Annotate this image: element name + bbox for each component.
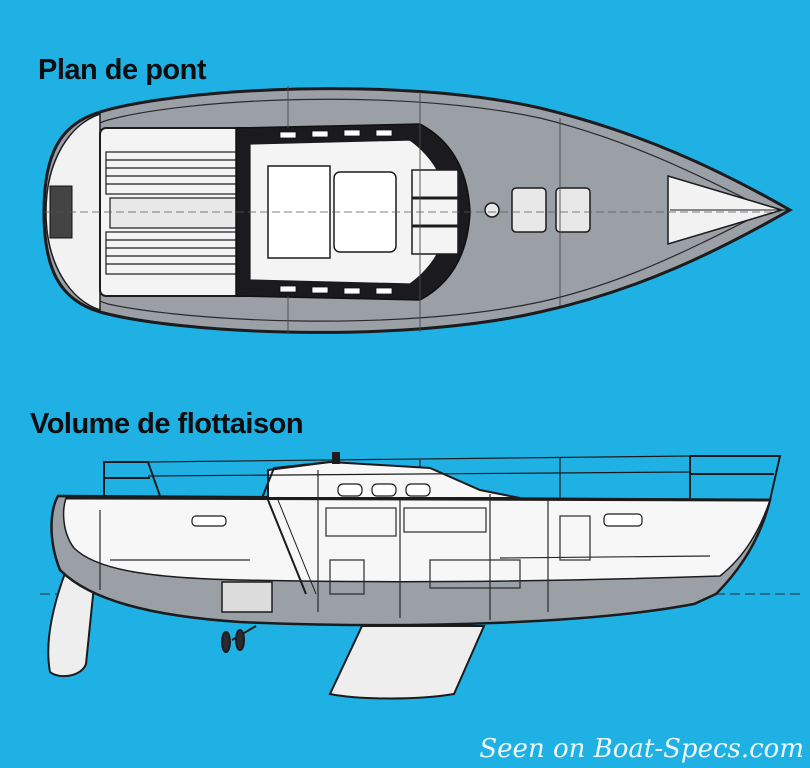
- profile-title: Volume de flottaison: [30, 408, 304, 440]
- stern-rail: [103, 461, 161, 497]
- deck-plan-title: Plan de pont: [38, 54, 207, 86]
- hull-topsides: [62, 497, 772, 583]
- forward-hatch: [511, 187, 547, 233]
- bow-pulpit-profile: [689, 455, 782, 501]
- propeller: [221, 625, 257, 653]
- watermark: Seen on Boat-Specs.com: [479, 734, 804, 764]
- keel: [328, 625, 486, 700]
- engine: [221, 581, 273, 613]
- profile-cabin: [267, 460, 521, 499]
